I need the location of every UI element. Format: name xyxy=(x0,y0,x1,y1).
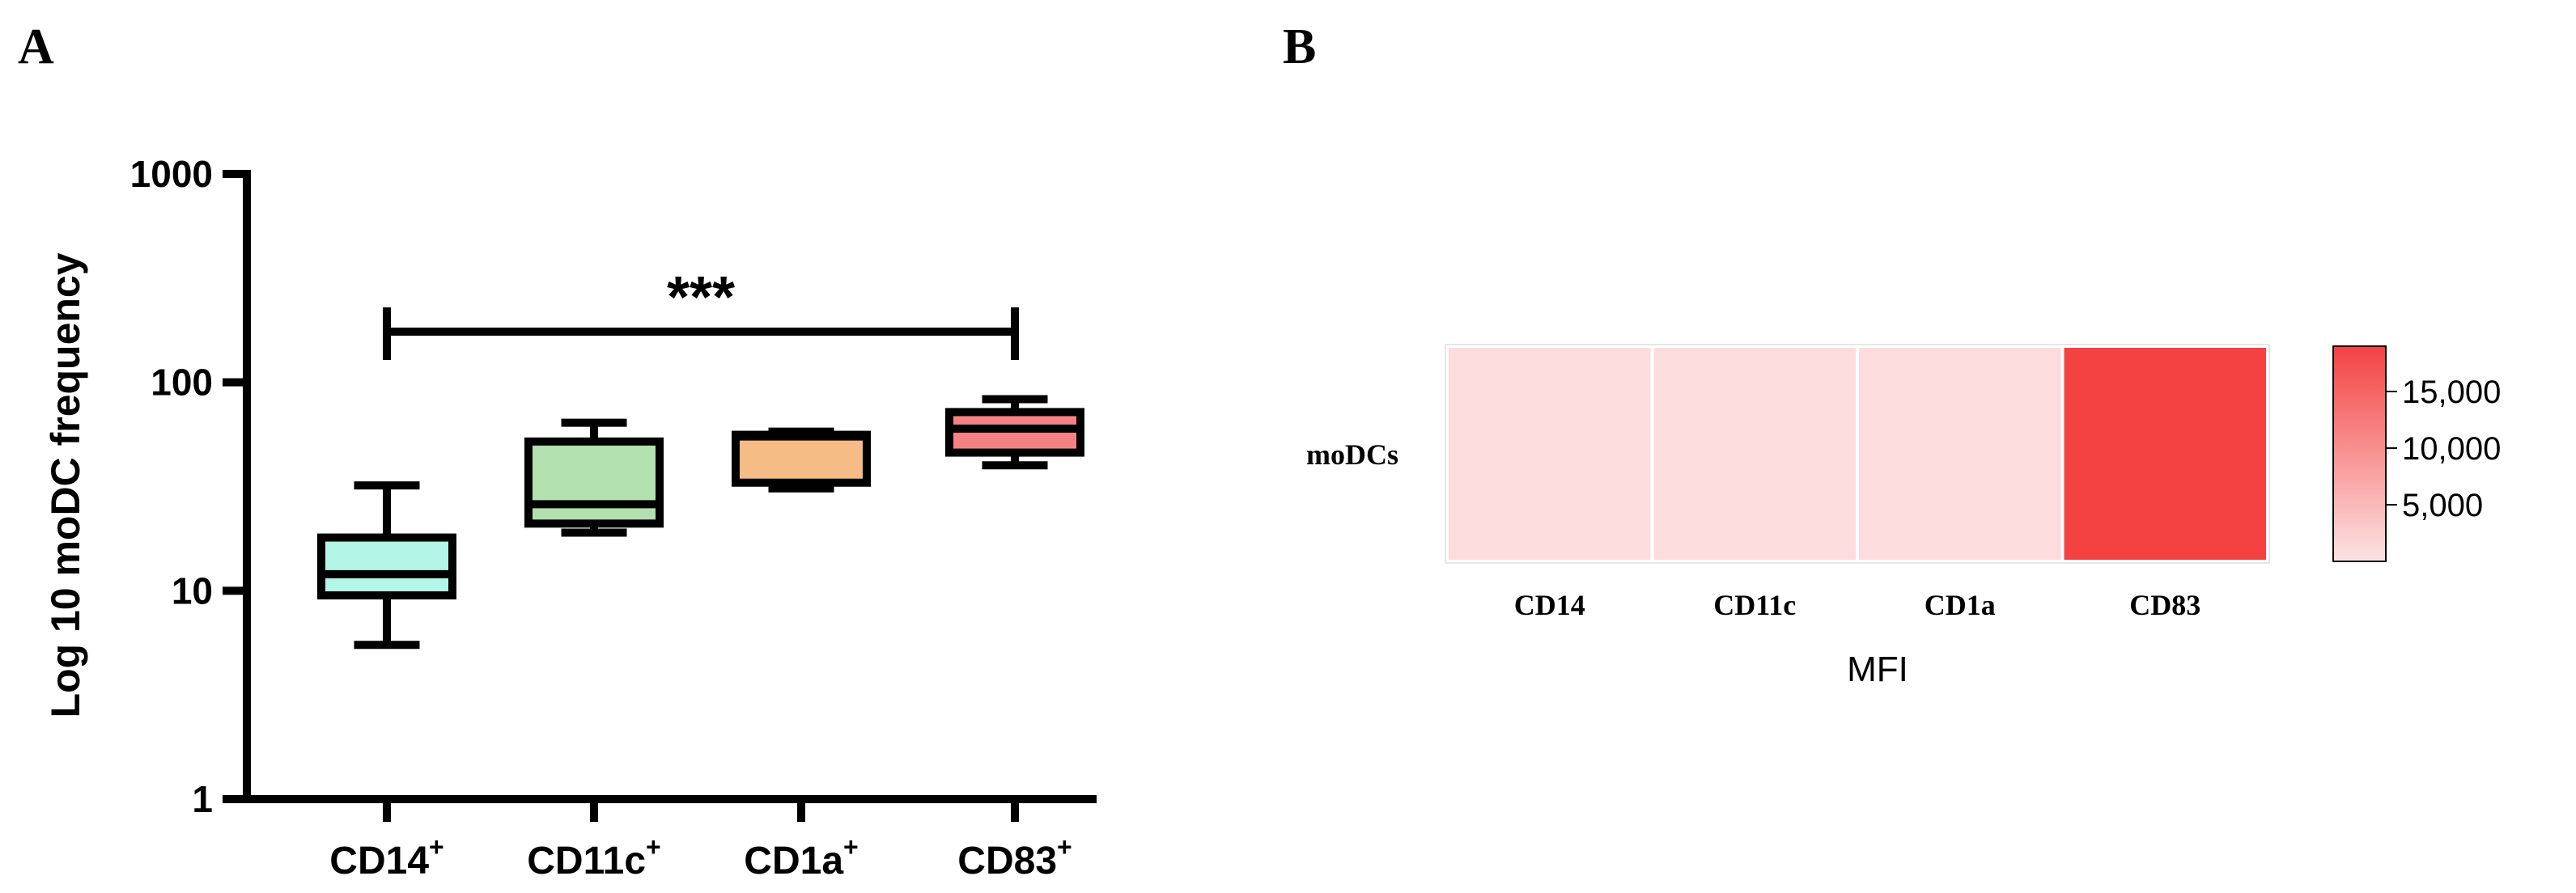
x-tick-label: CD83+ xyxy=(957,832,1072,882)
heatmap-column-label: CD83 xyxy=(2129,589,2200,621)
significance-bracket: *** xyxy=(383,265,1019,361)
heatmap-column-label: CD14 xyxy=(1514,589,1585,621)
y-axis-title: Log 10 moDC frequency xyxy=(43,252,88,717)
heatmap-column-label: CD1a xyxy=(1925,589,1996,621)
x-axis: CD14+ CD11c+ CD1a+ CD83+ xyxy=(243,795,1097,882)
heatmap-cells xyxy=(1445,344,2270,564)
box-iqr xyxy=(317,533,456,600)
heatmap-cell-cd11c xyxy=(1653,348,1856,560)
box-cd83 xyxy=(945,395,1084,470)
colorbar-tick-label: 5,000 xyxy=(2402,488,2483,523)
panel-b-letter: B xyxy=(1283,19,1316,74)
heatmap-cell-cd14 xyxy=(1449,348,1651,560)
box-cd14 xyxy=(317,481,456,650)
colorbar-tick-label: 15,000 xyxy=(2402,375,2501,410)
box-iqr xyxy=(732,430,871,487)
heatmap-column-label: CD11c xyxy=(1713,589,1796,621)
y-tick-label: 1000 xyxy=(130,153,213,195)
y-axis: 1 10 100 1000 xyxy=(130,153,251,820)
y-tick-label: 1 xyxy=(192,778,213,820)
colorbar-gradient xyxy=(2332,345,2387,562)
heatmap-x-title: MFI xyxy=(1847,650,1908,689)
x-tick-label: CD11c+ xyxy=(527,832,660,882)
y-tick-label: 10 xyxy=(172,569,213,612)
heatmap-cell-cd1a xyxy=(1859,348,2061,560)
box-cd1a xyxy=(732,427,871,493)
box-cd11c xyxy=(524,418,664,537)
colorbar: 5,000 10,000 15,000 xyxy=(2332,345,2501,562)
colorbar-tick-label: 10,000 xyxy=(2402,431,2501,467)
panel-a-letter: A xyxy=(18,19,54,74)
heatmap-row-label: moDCs xyxy=(1306,438,1398,471)
heatmap-cell-cd83 xyxy=(2064,348,2266,560)
significance-label: *** xyxy=(667,265,735,330)
boxes xyxy=(317,395,1084,650)
box-iqr xyxy=(524,437,664,528)
x-tick-label: CD1a+ xyxy=(744,832,858,882)
x-tick-label: CD14+ xyxy=(329,832,443,882)
y-tick-label: 100 xyxy=(151,362,213,404)
